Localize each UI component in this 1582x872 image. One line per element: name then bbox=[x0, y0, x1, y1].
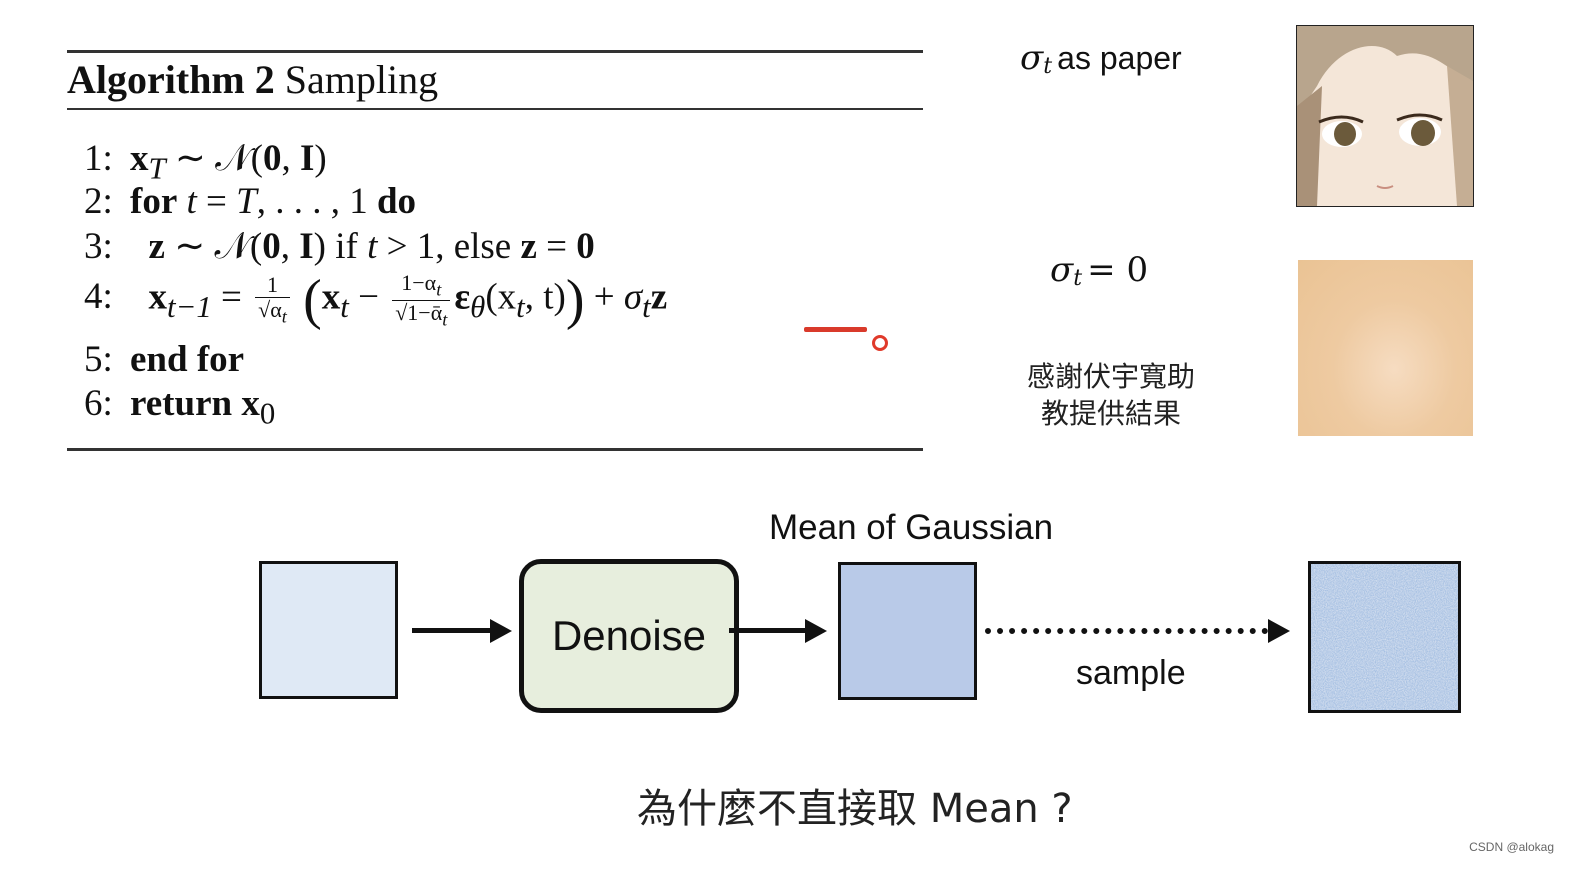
mean-box bbox=[838, 562, 977, 700]
algorithm-bottom-rule bbox=[67, 448, 923, 451]
fraction-one-over-sqrt-alpha: 1√αt bbox=[255, 272, 290, 327]
arrow-to-denoise-head bbox=[490, 619, 512, 643]
question-text: 為什麼不直接取 Mean ? bbox=[637, 786, 1073, 832]
denoise-block: Denoise bbox=[519, 559, 739, 713]
noisy-sample-box bbox=[1308, 561, 1461, 713]
mean-of-gaussian-label: Mean of Gaussian bbox=[769, 508, 1054, 547]
anime-face-sample-image bbox=[1296, 25, 1474, 207]
noisy-input-box bbox=[259, 561, 398, 699]
laser-pointer-dot bbox=[872, 335, 888, 351]
algorithm-line-6: 6:return x0 bbox=[84, 383, 276, 431]
arrow-to-mean bbox=[729, 628, 807, 633]
thanks-note: 感謝伏宇寬助 教提供結果 bbox=[1026, 360, 1195, 430]
algorithm-header-rule bbox=[67, 108, 923, 110]
arrow-to-mean-head bbox=[805, 619, 827, 643]
algorithm-title: Algorithm 2 Sampling bbox=[67, 57, 439, 102]
dotted-sample-arrow-head bbox=[1268, 619, 1290, 643]
dotted-sample-arrow bbox=[985, 628, 1268, 634]
algorithm-line-2: 2:for t = T, . . . , 1 do bbox=[84, 181, 417, 222]
watermark: CSDN @alokag bbox=[1469, 840, 1554, 854]
sigma-equals-zero-label: σt = 0 bbox=[1050, 250, 1149, 292]
arrow-to-denoise bbox=[412, 628, 492, 633]
algorithm-line-1: 1:xT ∼ 𝒩(0, I) bbox=[84, 138, 327, 186]
algorithm-line-3: 3: z ∼ 𝒩(0, I) if t > 1, else z = 0 bbox=[84, 226, 595, 267]
sigma-as-paper-label: σt as paper bbox=[1020, 38, 1182, 80]
algorithm-top-rule bbox=[67, 50, 923, 53]
sample-label: sample bbox=[1076, 654, 1186, 692]
fraction-alpha-term: 1−αt√1−ᾱt bbox=[392, 270, 451, 329]
flat-skin-sample-image bbox=[1298, 260, 1473, 436]
algorithm-line-5: 5:end for bbox=[84, 339, 245, 380]
highlight-underline bbox=[804, 327, 867, 332]
